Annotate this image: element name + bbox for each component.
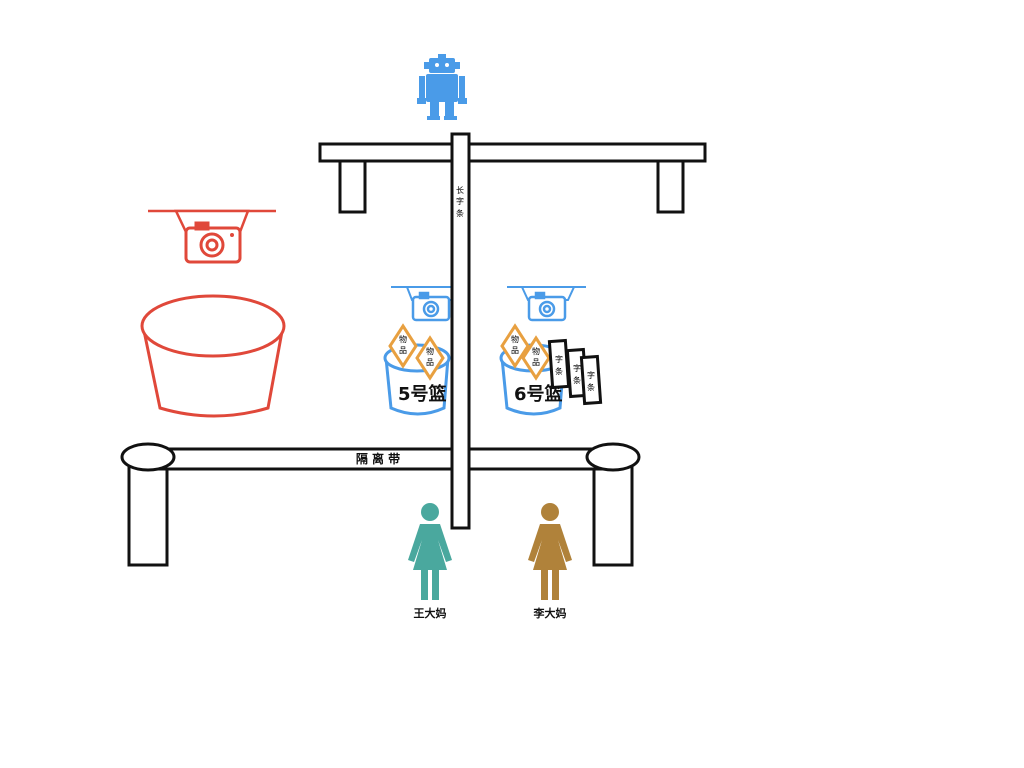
woman-icon xyxy=(528,503,572,600)
barrier-label: 隔 离 带 xyxy=(356,451,400,466)
top-table xyxy=(318,142,707,214)
long-strip-char: 长 xyxy=(456,185,464,195)
item-label: 品 xyxy=(532,358,540,367)
note-slip: 字 条 xyxy=(547,338,571,390)
long-strip-char: 字 xyxy=(456,196,464,206)
camera-icon xyxy=(527,291,567,322)
person-wang-label: 王大妈 xyxy=(414,606,447,620)
red-bucket xyxy=(140,294,286,418)
long-strip: 长 字 条 xyxy=(450,132,471,530)
note-label: 字 xyxy=(555,354,563,364)
note-label: 条 xyxy=(587,382,595,392)
note-label: 条 xyxy=(573,375,581,385)
basket-6-label: 6号篮 xyxy=(514,383,563,405)
item-label: 物 xyxy=(511,334,519,344)
camera-icon xyxy=(184,221,242,264)
robot-icon xyxy=(417,54,467,120)
item-diamond: 物 品 xyxy=(500,323,530,369)
basket-5-label: 5号篮 xyxy=(398,383,447,405)
long-strip-char: 条 xyxy=(456,208,464,218)
item-label: 品 xyxy=(426,358,434,367)
item-label: 物 xyxy=(532,346,540,356)
note-label: 条 xyxy=(555,366,563,376)
note-label: 字 xyxy=(573,363,581,373)
item-diamond: 物 品 xyxy=(388,323,418,369)
item-diamond: 物 品 xyxy=(521,335,551,381)
person-li-label: 李大妈 xyxy=(533,606,567,620)
item-label: 品 xyxy=(511,346,519,355)
item-label: 物 xyxy=(426,346,434,356)
note-label: 字 xyxy=(587,370,595,380)
woman-icon xyxy=(408,503,452,600)
item-label: 物 xyxy=(399,334,407,344)
item-label: 品 xyxy=(399,346,407,355)
note-slip: 字 条 xyxy=(579,354,603,406)
camera-icon xyxy=(411,291,451,322)
isolation-barrier xyxy=(120,442,641,567)
item-diamond: 物 品 xyxy=(415,335,445,381)
